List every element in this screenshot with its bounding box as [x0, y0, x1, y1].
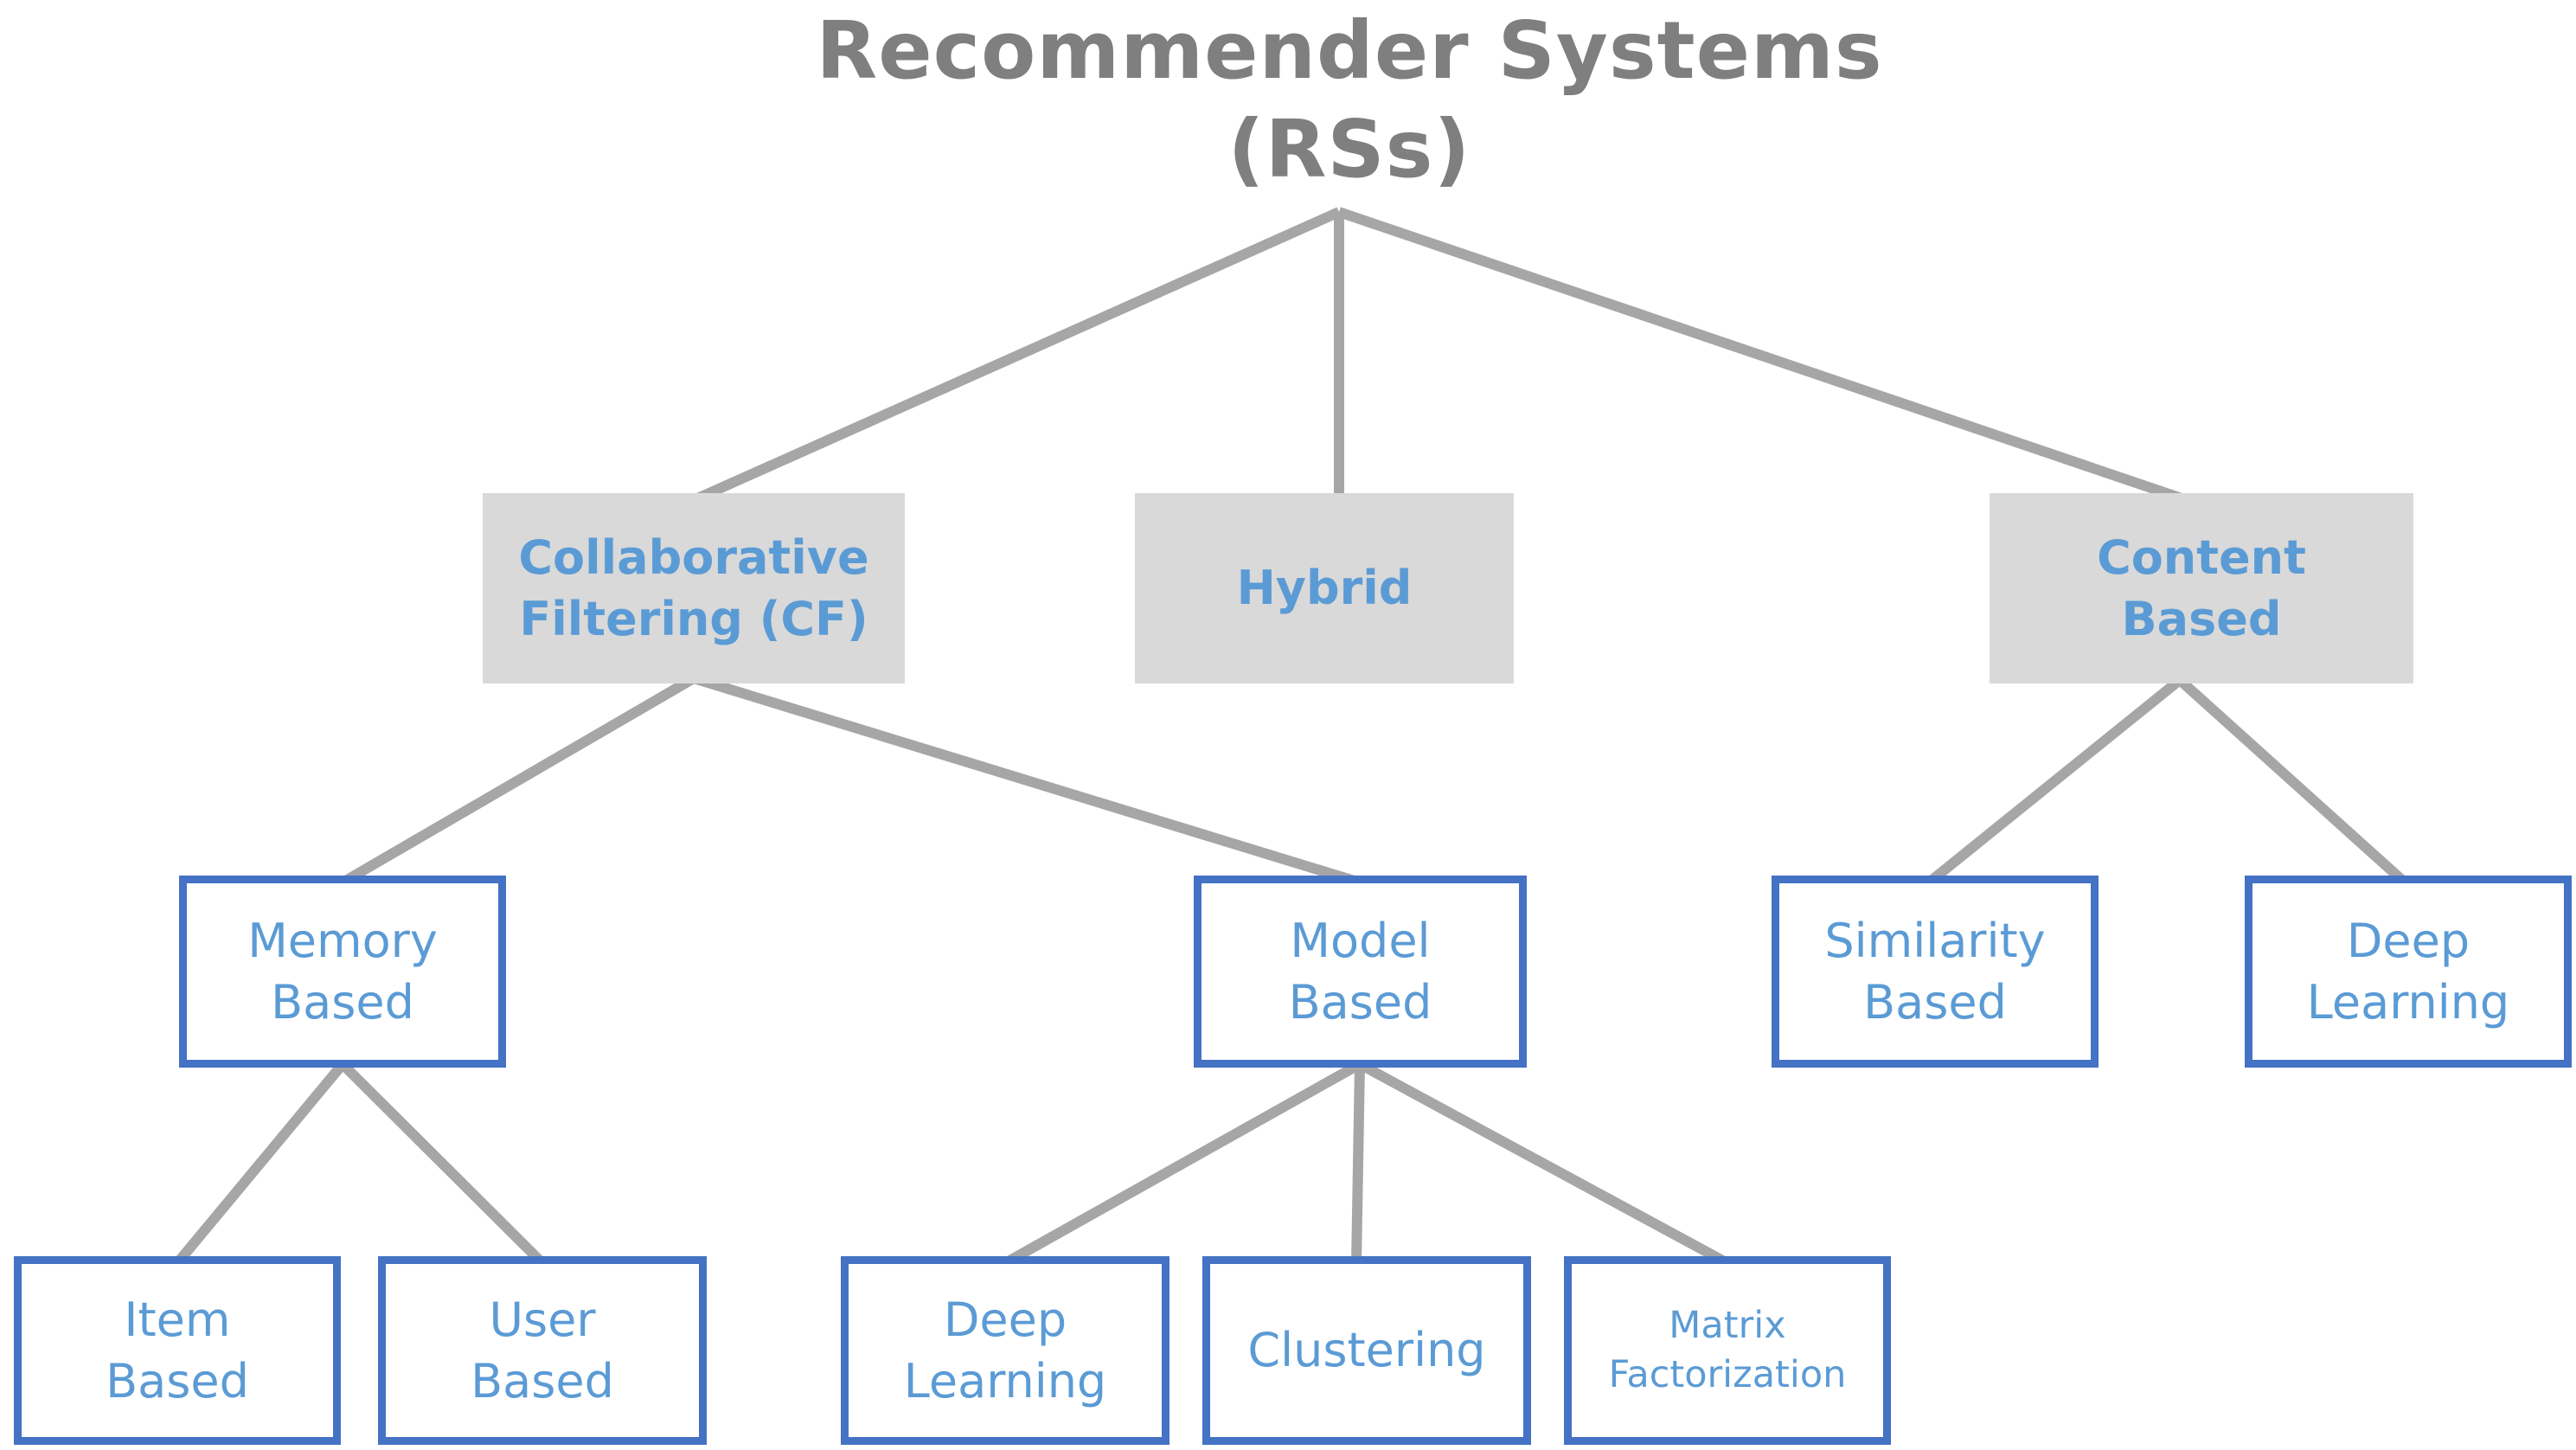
node-clustering: Clustering	[1202, 1256, 1531, 1445]
edge-root-content	[1337, 207, 2188, 505]
edge-content-similarity	[1926, 676, 2183, 887]
node-memory-based: Memory Based	[179, 876, 506, 1068]
diagram-title: Recommender Systems (RSs)	[816, 4, 1883, 196]
node-content-deep-learning: Deep Learning	[2245, 876, 2572, 1068]
edge-model-deep-learning	[1003, 1059, 1362, 1268]
node-model-based: Model Based	[1194, 876, 1527, 1068]
node-content-based: Content Based	[1990, 493, 2413, 683]
edge-content-deep-learning	[2176, 676, 2409, 887]
node-collaborative-filtering: Collaborative Filtering (CF)	[483, 493, 905, 683]
edge-collaborative-model	[692, 673, 1362, 888]
edge-memory-item	[173, 1061, 347, 1267]
node-hybrid: Hybrid	[1135, 493, 1514, 683]
node-user-based: User Based	[378, 1256, 707, 1445]
node-similarity-based: Similarity Based	[1772, 876, 2099, 1068]
node-matrix-factorization: Matrix Factorization	[1564, 1256, 1891, 1445]
node-item-based: Item Based	[14, 1256, 341, 1445]
edge-model-matrix-factorization	[1357, 1059, 1730, 1268]
edge-memory-user	[338, 1060, 547, 1267]
edge-model-clustering	[1351, 1063, 1365, 1264]
edge-collaborative-memory	[339, 673, 697, 888]
edge-root-collaborative	[691, 207, 1342, 505]
node-model-deep-learning: Deep Learning	[841, 1256, 1169, 1445]
